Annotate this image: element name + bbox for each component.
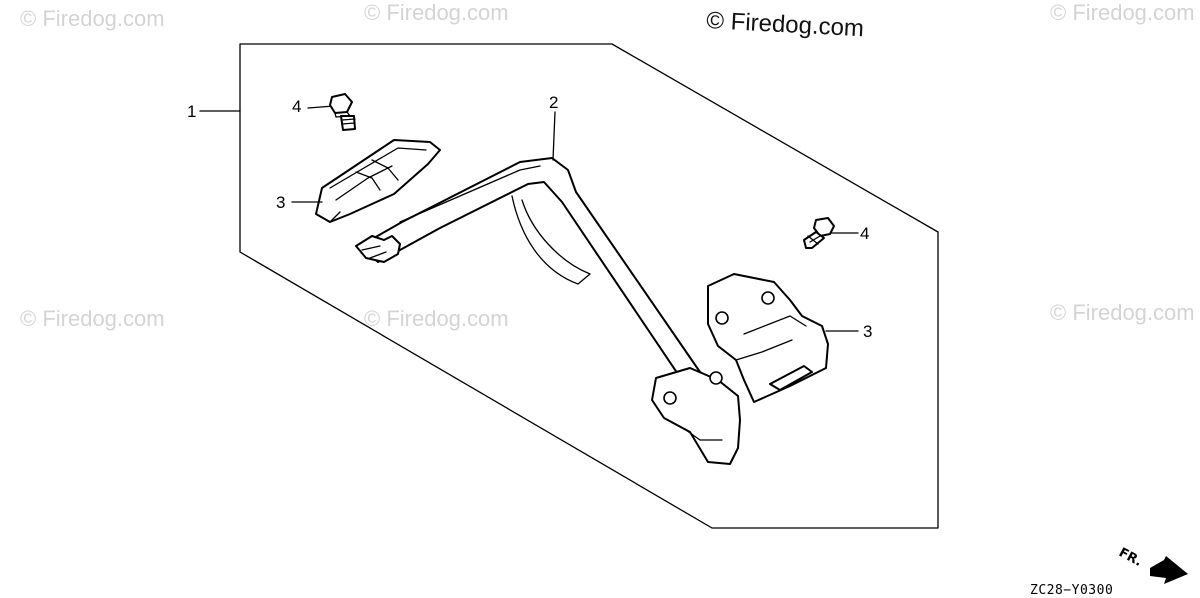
watermark-top-left: © Firedog.com (20, 6, 165, 31)
reference-code: ZC28−Y0300 (1030, 583, 1113, 598)
callout-3-left: 3 (276, 193, 285, 212)
front-direction-label: FR. (1116, 545, 1144, 570)
front-direction-indicator: FR. (1116, 545, 1188, 584)
callout-3-right: 3 (863, 322, 872, 341)
callout-1: 1 (187, 102, 196, 121)
watermarks: © Firedog.com © Firedog.com © Firedog.co… (20, 0, 1195, 331)
watermark-mid-center: © Firedog.com (364, 306, 509, 331)
callout-4-right: 4 (860, 224, 869, 243)
bolt-right (803, 217, 859, 249)
front-direction-arrow-icon (1150, 556, 1188, 584)
bracket (355, 157, 741, 465)
watermark-mid-left: © Firedog.com (20, 306, 165, 331)
watermark-top-right: © Firedog.com (1050, 0, 1195, 25)
callout-2: 2 (549, 93, 558, 112)
holder-left (315, 139, 441, 223)
bolt-left (307, 93, 356, 131)
watermark-main: © Firedog.com (706, 7, 865, 42)
callout-4-left: 4 (292, 97, 301, 116)
holder-right (707, 273, 829, 403)
assembly-outline (239, 43, 939, 529)
watermark-mid-right: © Firedog.com (1050, 300, 1195, 325)
watermark-top-center: © Firedog.com (364, 0, 509, 25)
callout-line-2 (552, 111, 556, 161)
